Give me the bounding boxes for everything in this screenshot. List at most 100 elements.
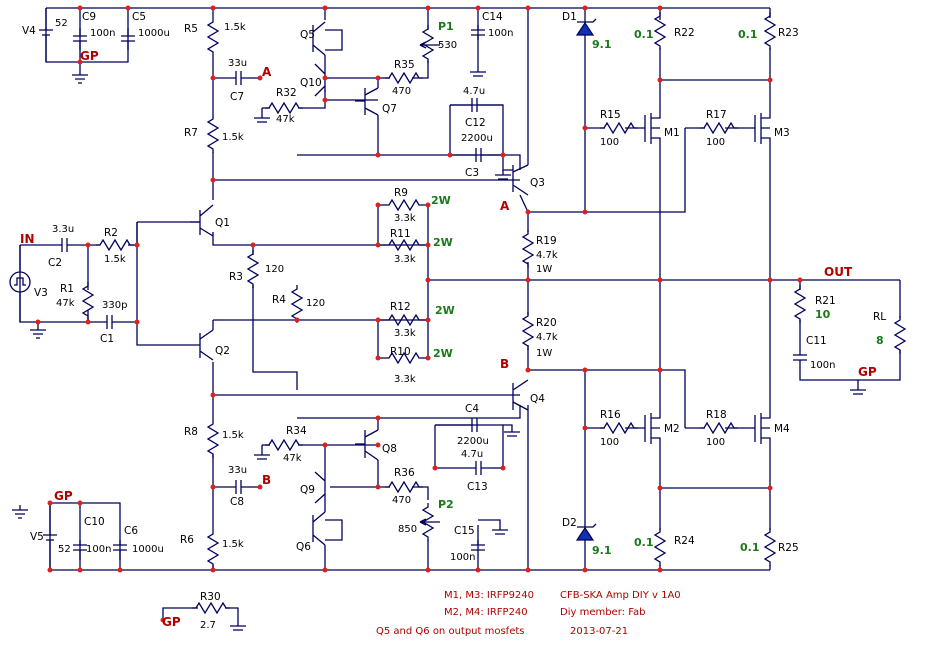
q7-label: Q7 (382, 103, 397, 115)
r6-name: R6 (180, 534, 194, 546)
r10-power: 2W (433, 347, 453, 360)
r23-name: R23 (778, 27, 799, 39)
r20-name: R20 (536, 317, 557, 329)
sources (9, 8, 57, 570)
c13-value: 4.7u (461, 449, 483, 460)
r16-value: 100 (600, 437, 619, 448)
r15-name: R15 (600, 109, 621, 121)
c14-value: 100n (488, 28, 513, 39)
c6-name: C6 (124, 525, 138, 537)
resistor-r24 (654, 527, 666, 567)
r17-value: 100 (706, 137, 725, 148)
r18-value: 100 (706, 437, 725, 448)
c2-name: C2 (48, 257, 62, 269)
transistor-q2 (199, 329, 214, 361)
r11-power: 2W (433, 236, 453, 249)
capacitor-c4 (435, 418, 478, 432)
ground-icon (850, 380, 866, 395)
ground-icon (470, 68, 486, 77)
junctions (35, 5, 803, 623)
resistor-r7 (207, 114, 219, 154)
p2-value: 850 (398, 524, 417, 535)
rl-value: 8 (876, 334, 884, 347)
net-a-label: A (262, 65, 272, 79)
c7-name: C7 (230, 91, 244, 103)
c10-name: C10 (84, 516, 105, 528)
net-a-label-2: A (500, 199, 510, 213)
c11-name: C11 (806, 335, 827, 347)
r35-name: R35 (394, 59, 415, 71)
resistor-r9 (384, 199, 424, 211)
mosfet-m2 (644, 410, 661, 445)
r11-value: 3.3k (394, 254, 416, 265)
r5-value: 1.5k (224, 22, 246, 33)
ground-icon (503, 424, 520, 437)
transistor-q8 (355, 429, 379, 461)
q2-label: Q2 (215, 345, 230, 357)
source-v4 (39, 8, 53, 62)
r23-value: 0.1 (738, 28, 758, 41)
transistor-q9 (314, 471, 326, 504)
c12-value: 4.7u (463, 86, 485, 97)
d2-value: 9.1 (592, 544, 612, 557)
c1-name: C1 (100, 333, 114, 345)
mosfet-m1 (644, 110, 661, 145)
m4-label: M4 (774, 423, 790, 435)
r3-name: R3 (229, 271, 243, 283)
grounds (12, 68, 866, 631)
capacitor-c1 (100, 315, 118, 329)
transistor-q6 (312, 511, 343, 546)
r12-power: 2W (435, 304, 455, 317)
resistor-r4 (291, 284, 303, 324)
r32-name: R32 (276, 87, 297, 99)
capacitor-c12 (450, 98, 503, 112)
c1-value: 330p (102, 300, 127, 311)
resistor-r20 (522, 311, 534, 351)
c2-value: 3.3u (52, 224, 74, 235)
mosfets (644, 110, 771, 445)
resistor-rl (894, 315, 906, 355)
q8-label: Q8 (382, 443, 397, 455)
p2-label: P2 (438, 498, 454, 511)
ground-icon (30, 322, 46, 339)
r2-value: 1.5k (104, 254, 126, 265)
note-title: CFB-SKA Amp DIY v 1A0 (560, 590, 681, 601)
c5-name: C5 (132, 11, 146, 23)
p1-label: P1 (438, 20, 454, 33)
r17-name: R17 (706, 109, 727, 121)
c8-name: C8 (230, 496, 244, 508)
r8-name: R8 (184, 426, 198, 438)
mosfet-m4 (754, 410, 771, 445)
capacitor-c15 (471, 540, 485, 551)
ground-icon (495, 170, 511, 180)
capacitor-c13 (470, 461, 490, 475)
c6-value: 1000u (132, 544, 164, 555)
net-b-label-2: B (500, 357, 509, 371)
rl-name: RL (873, 311, 886, 323)
resistor-r6 (207, 529, 219, 569)
r4-name: R4 (272, 294, 286, 306)
c12-name: C12 (465, 117, 486, 129)
net-in-label: IN (20, 232, 35, 246)
ground-icon (72, 70, 88, 84)
c4-name: C4 (465, 403, 479, 415)
d2-name: D2 (562, 517, 577, 529)
capacitor-c6 (113, 540, 127, 560)
capacitor-c11 (793, 350, 807, 365)
ground-icon (12, 505, 28, 519)
capacitor-c2 (55, 238, 75, 252)
pot-p2-wiper (419, 518, 440, 526)
net-out-label: OUT (824, 265, 853, 279)
net-b-label: B (262, 473, 271, 487)
pot-p1-wiper (419, 41, 440, 49)
r10-value: 3.3k (394, 374, 416, 385)
resistors (82, 11, 906, 614)
v5-value: 52 (58, 544, 71, 555)
resistor-r34 (264, 439, 304, 451)
r2-name: R2 (104, 227, 118, 239)
note-nch: M2, M4: IRFP240 (444, 607, 528, 618)
r25-name: R25 (778, 542, 799, 554)
q9-label: Q9 (300, 484, 315, 496)
r9-name: R9 (394, 187, 408, 199)
